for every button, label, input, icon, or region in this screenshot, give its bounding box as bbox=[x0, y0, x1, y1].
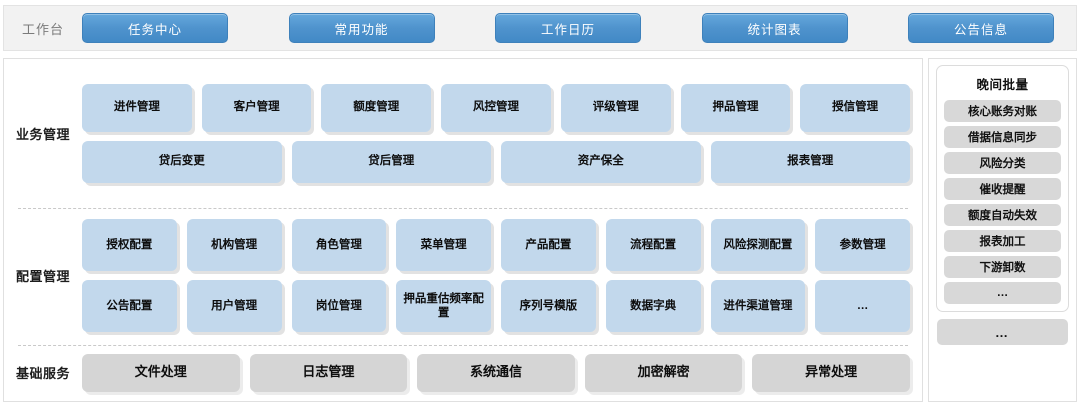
module-tile-report-management[interactable]: 报表管理 bbox=[710, 140, 910, 183]
sidebar-more-button[interactable]: … bbox=[937, 319, 1068, 345]
section-rows-configuration-management: 授权配置 机构管理 角色管理 菜单管理 产品配置 流程配置 风险探测配置 参数管… bbox=[82, 219, 922, 332]
module-tile-product-config[interactable]: 产品配置 bbox=[501, 219, 596, 271]
section-business-management: 业务管理 进件管理 客户管理 额度管理 风控管理 评级管理 押品管理 授信管理 … bbox=[4, 59, 922, 207]
module-tile-rating-management[interactable]: 评级管理 bbox=[560, 83, 671, 132]
batch-item-report-processing[interactable]: 报表加工 bbox=[944, 230, 1061, 252]
top-navigation-bar: 工作台 任务中心 常用功能 工作日历 统计图表 公告信息 bbox=[3, 5, 1077, 51]
batch-item-risk-classification[interactable]: 风险分类 bbox=[944, 152, 1061, 174]
module-tile-announcement-config[interactable]: 公告配置 bbox=[82, 280, 177, 332]
module-tile-application-channel-management[interactable]: 进件渠道管理 bbox=[710, 280, 806, 332]
nav-button-task-center[interactable]: 任务中心 bbox=[82, 13, 228, 43]
module-tile-process-config[interactable]: 流程配置 bbox=[605, 219, 701, 271]
batch-item-more[interactable]: … bbox=[944, 282, 1061, 304]
module-tile-role-management[interactable]: 角色管理 bbox=[291, 219, 387, 271]
section-label-configuration-management: 配置管理 bbox=[15, 269, 70, 284]
module-tile-position-management[interactable]: 岗位管理 bbox=[291, 280, 387, 332]
nav-button-work-calendar[interactable]: 工作日历 bbox=[495, 13, 641, 43]
module-tile-customer-management[interactable]: 客户管理 bbox=[201, 83, 312, 132]
module-tile-collateral-management[interactable]: 押品管理 bbox=[680, 83, 791, 132]
module-row: 文件处理 日志管理 系统通信 加密解密 异常处理 bbox=[82, 353, 910, 392]
module-row: 贷后变更 贷后管理 资产保全 报表管理 bbox=[82, 140, 910, 183]
module-tile-application-management[interactable]: 进件管理 bbox=[82, 83, 192, 132]
right-sidebar: 晚间批量 核心账务对账 借据信息同步 风险分类 催收提醒 额度自动失效 报表加工… bbox=[928, 58, 1077, 402]
module-tile-user-management[interactable]: 用户管理 bbox=[186, 280, 282, 332]
main-module-panel: 业务管理 进件管理 客户管理 额度管理 风控管理 评级管理 押品管理 授信管理 … bbox=[3, 58, 923, 402]
module-tile-data-dictionary[interactable]: 数据字典 bbox=[605, 280, 701, 332]
module-tile-serial-number-template[interactable]: 序列号模版 bbox=[501, 280, 596, 332]
batch-item-loan-receipt-info-sync[interactable]: 借据信息同步 bbox=[944, 126, 1061, 148]
module-tile-post-loan-change[interactable]: 贷后变更 bbox=[82, 140, 282, 183]
module-tile-file-processing[interactable]: 文件处理 bbox=[82, 353, 240, 392]
evening-batch-title: 晚间批量 bbox=[976, 78, 1029, 92]
module-tile-log-management[interactable]: 日志管理 bbox=[249, 353, 408, 392]
module-tile-system-communication[interactable]: 系统通信 bbox=[417, 353, 575, 392]
batch-item-downstream-data-unload[interactable]: 下游卸数 bbox=[944, 256, 1061, 278]
module-tile-organization-management[interactable]: 机构管理 bbox=[186, 219, 282, 271]
section-divider-1 bbox=[18, 208, 908, 209]
top-nav-button-group: 任务中心 常用功能 工作日历 统计图表 公告信息 bbox=[82, 13, 1076, 43]
module-tile-credit-granting-management[interactable]: 授信管理 bbox=[800, 83, 911, 132]
nav-button-common-functions[interactable]: 常用功能 bbox=[288, 13, 435, 43]
module-tile-risk-detection-config[interactable]: 风险探测配置 bbox=[710, 219, 806, 271]
batch-item-credit-limit-auto-expiry[interactable]: 额度自动失效 bbox=[944, 204, 1061, 226]
module-tile-credit-limit-management[interactable]: 额度管理 bbox=[321, 83, 432, 132]
module-tile-parameter-management[interactable]: 参数管理 bbox=[815, 219, 910, 271]
module-tile-post-loan-management[interactable]: 贷后管理 bbox=[291, 140, 491, 183]
module-tile-collateral-revaluation-frequency-config[interactable]: 押品重估频率配置 bbox=[396, 280, 491, 332]
section-basic-services: 基础服务 文件处理 日志管理 系统通信 加密解密 异常处理 bbox=[4, 344, 922, 401]
nav-button-announcements[interactable]: 公告信息 bbox=[908, 13, 1054, 43]
module-tile-more[interactable]: … bbox=[815, 280, 910, 332]
module-row: 授权配置 机构管理 角色管理 菜单管理 产品配置 流程配置 风险探测配置 参数管… bbox=[82, 219, 910, 271]
section-rows-business-management: 进件管理 客户管理 额度管理 风控管理 评级管理 押品管理 授信管理 贷后变更 … bbox=[82, 83, 922, 183]
module-tile-risk-control-management[interactable]: 风控管理 bbox=[441, 83, 551, 132]
module-tile-menu-management[interactable]: 菜单管理 bbox=[396, 219, 491, 271]
evening-batch-card: 晚间批量 核心账务对账 借据信息同步 风险分类 催收提醒 额度自动失效 报表加工… bbox=[936, 65, 1069, 312]
section-divider-2 bbox=[18, 345, 908, 346]
batch-item-core-accounting-reconciliation[interactable]: 核心账务对账 bbox=[944, 100, 1061, 122]
workbench-label: 工作台 bbox=[21, 21, 64, 37]
batch-item-collection-reminder[interactable]: 催收提醒 bbox=[944, 178, 1061, 200]
section-rows-basic-services: 文件处理 日志管理 系统通信 加密解密 异常处理 bbox=[82, 353, 922, 392]
module-tile-exception-handling[interactable]: 异常处理 bbox=[752, 353, 910, 392]
module-row: 进件管理 客户管理 额度管理 风控管理 评级管理 押品管理 授信管理 bbox=[82, 83, 911, 132]
section-label-basic-services: 基础服务 bbox=[15, 366, 70, 381]
module-tile-encryption-decryption[interactable]: 加密解密 bbox=[584, 353, 743, 392]
module-row: 公告配置 用户管理 岗位管理 押品重估频率配置 序列号模版 数据字典 进件渠道管… bbox=[82, 280, 910, 332]
section-configuration-management: 配置管理 授权配置 机构管理 角色管理 菜单管理 产品配置 流程配置 风险探测配… bbox=[4, 207, 922, 344]
module-tile-asset-preservation[interactable]: 资产保全 bbox=[501, 140, 701, 183]
nav-button-statistics-charts[interactable]: 统计图表 bbox=[701, 13, 848, 43]
section-label-business-management: 业务管理 bbox=[15, 126, 70, 142]
module-tile-authorization-config[interactable]: 授权配置 bbox=[82, 219, 177, 271]
